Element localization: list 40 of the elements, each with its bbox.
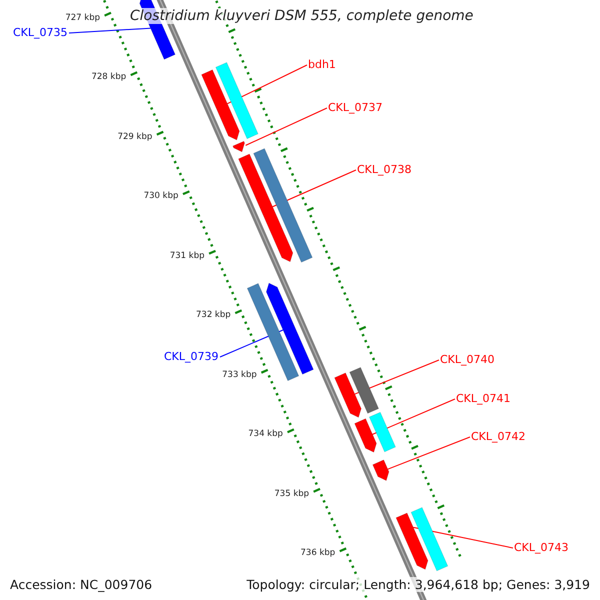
gene-feature [372, 459, 390, 482]
gene-label: CKL_0743 [514, 541, 569, 554]
leader-line [272, 170, 356, 208]
gene-bar [368, 412, 396, 452]
gene-label: CKL_0735 [13, 26, 68, 39]
gene-bar [349, 366, 380, 414]
gene-bar [253, 148, 313, 263]
tick-label: 733 kbp [222, 370, 257, 380]
leader-line [387, 436, 470, 470]
gene-bar [410, 507, 448, 572]
gene-label: CKL_0738 [357, 163, 412, 176]
gene-feature [266, 282, 314, 375]
gene-label: CKL_0737 [328, 101, 383, 114]
tick-label: 730 kbp [144, 191, 178, 202]
leader-line [354, 360, 440, 395]
leader-line [372, 398, 456, 435]
gene-feature [201, 69, 240, 140]
accession-text: Accession: NC_009706 [8, 577, 154, 592]
tick-label: 729 kbp [118, 132, 152, 142]
gene-bar [215, 62, 258, 140]
leader-line [245, 108, 328, 146]
gene-label: bdh1 [308, 58, 336, 71]
tick-label: 735 kbp [274, 488, 310, 499]
tick-label: 727 kbp [65, 12, 100, 23]
gene-label: CKL_0741 [456, 392, 511, 405]
gene-feature [334, 372, 362, 418]
tick-label: 734 kbp [248, 429, 283, 440]
leader-line [226, 64, 308, 104]
leader-line [68, 28, 152, 34]
gene-feature [354, 418, 377, 453]
gene-label: CKL_0742 [471, 430, 526, 443]
gene-feature [396, 512, 428, 570]
tick-label: 732 kbp [196, 310, 231, 320]
gene-feature [238, 154, 294, 262]
tick-label: 731 kbp [170, 250, 204, 261]
gene-label: CKL_0739 [164, 350, 219, 363]
genome-stats-text: Topology: circular; Length: 3,964,618 bp; Genes: 3,919 [244, 577, 592, 592]
tick-label: 736 kbp [300, 548, 336, 558]
gene-label: CKL_0740 [440, 353, 495, 366]
tick-label: 728 kbp [91, 72, 126, 82]
